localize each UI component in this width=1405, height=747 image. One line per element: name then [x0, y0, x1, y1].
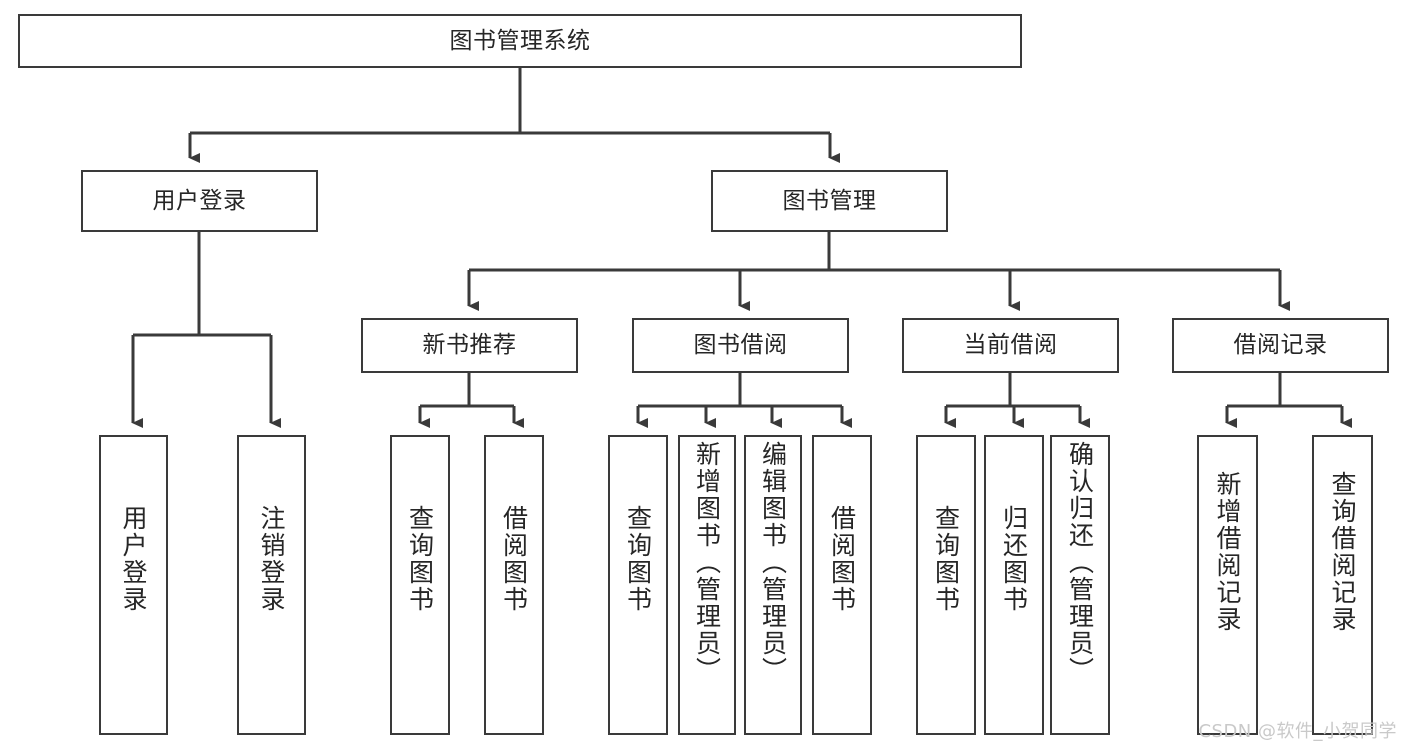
leaf-user-logout[interactable]: 注销登录: [237, 435, 306, 735]
node-label: 新书推荐: [422, 332, 517, 359]
leaf-edit-book-admin[interactable]: 编辑图书（管理员）: [744, 435, 802, 735]
node-label: 新增借阅记录: [1213, 471, 1242, 633]
node-label: 查询借阅记录: [1328, 471, 1357, 633]
leaf-query-book-borrow[interactable]: 查询图书: [608, 435, 668, 735]
leaf-query-book-recommend[interactable]: 查询图书: [390, 435, 450, 735]
node-label: 图书管理: [782, 187, 877, 214]
node-label: 查询图书: [623, 505, 653, 613]
node-label: 借阅记录: [1233, 332, 1328, 359]
node-label: 图书管理系统: [449, 27, 591, 54]
leaf-query-borrow-record[interactable]: 查询借阅记录: [1312, 435, 1373, 735]
node-user-login[interactable]: 用户登录: [81, 170, 318, 232]
leaf-add-book-admin[interactable]: 新增图书（管理员）: [678, 435, 736, 735]
leaf-query-book-current[interactable]: 查询图书: [916, 435, 976, 735]
node-label: 查询图书: [931, 505, 961, 613]
node-new-book-recommend[interactable]: 新书推荐: [361, 318, 578, 373]
leaf-confirm-return-admin[interactable]: 确认归还（管理员）: [1050, 435, 1110, 735]
leaf-borrow-book[interactable]: 借阅图书: [812, 435, 872, 735]
leaf-return-book[interactable]: 归还图书: [984, 435, 1044, 735]
node-current-borrow[interactable]: 当前借阅: [902, 318, 1119, 373]
node-label: 图书借阅: [693, 332, 788, 359]
node-label: 注销登录: [257, 505, 286, 613]
node-label: 用户登录: [152, 187, 247, 214]
leaf-user-login[interactable]: 用户登录: [99, 435, 168, 735]
node-label: 确认归还（管理员）: [1065, 441, 1095, 684]
node-label: 当前借阅: [963, 332, 1058, 359]
node-label: 新增图书（管理员）: [692, 441, 722, 684]
node-book-borrow[interactable]: 图书借阅: [632, 318, 849, 373]
node-label: 借阅图书: [499, 505, 529, 613]
node-borrow-record[interactable]: 借阅记录: [1172, 318, 1389, 373]
leaf-borrow-book-recommend[interactable]: 借阅图书: [484, 435, 544, 735]
node-label: 归还图书: [999, 505, 1029, 613]
node-label: 用户登录: [119, 505, 148, 613]
node-label: 编辑图书（管理员）: [758, 441, 788, 684]
node-root-system[interactable]: 图书管理系统: [18, 14, 1022, 68]
leaf-add-borrow-record[interactable]: 新增借阅记录: [1197, 435, 1258, 735]
node-label: 查询图书: [405, 505, 435, 613]
node-book-management[interactable]: 图书管理: [711, 170, 948, 232]
node-label: 借阅图书: [827, 505, 857, 613]
